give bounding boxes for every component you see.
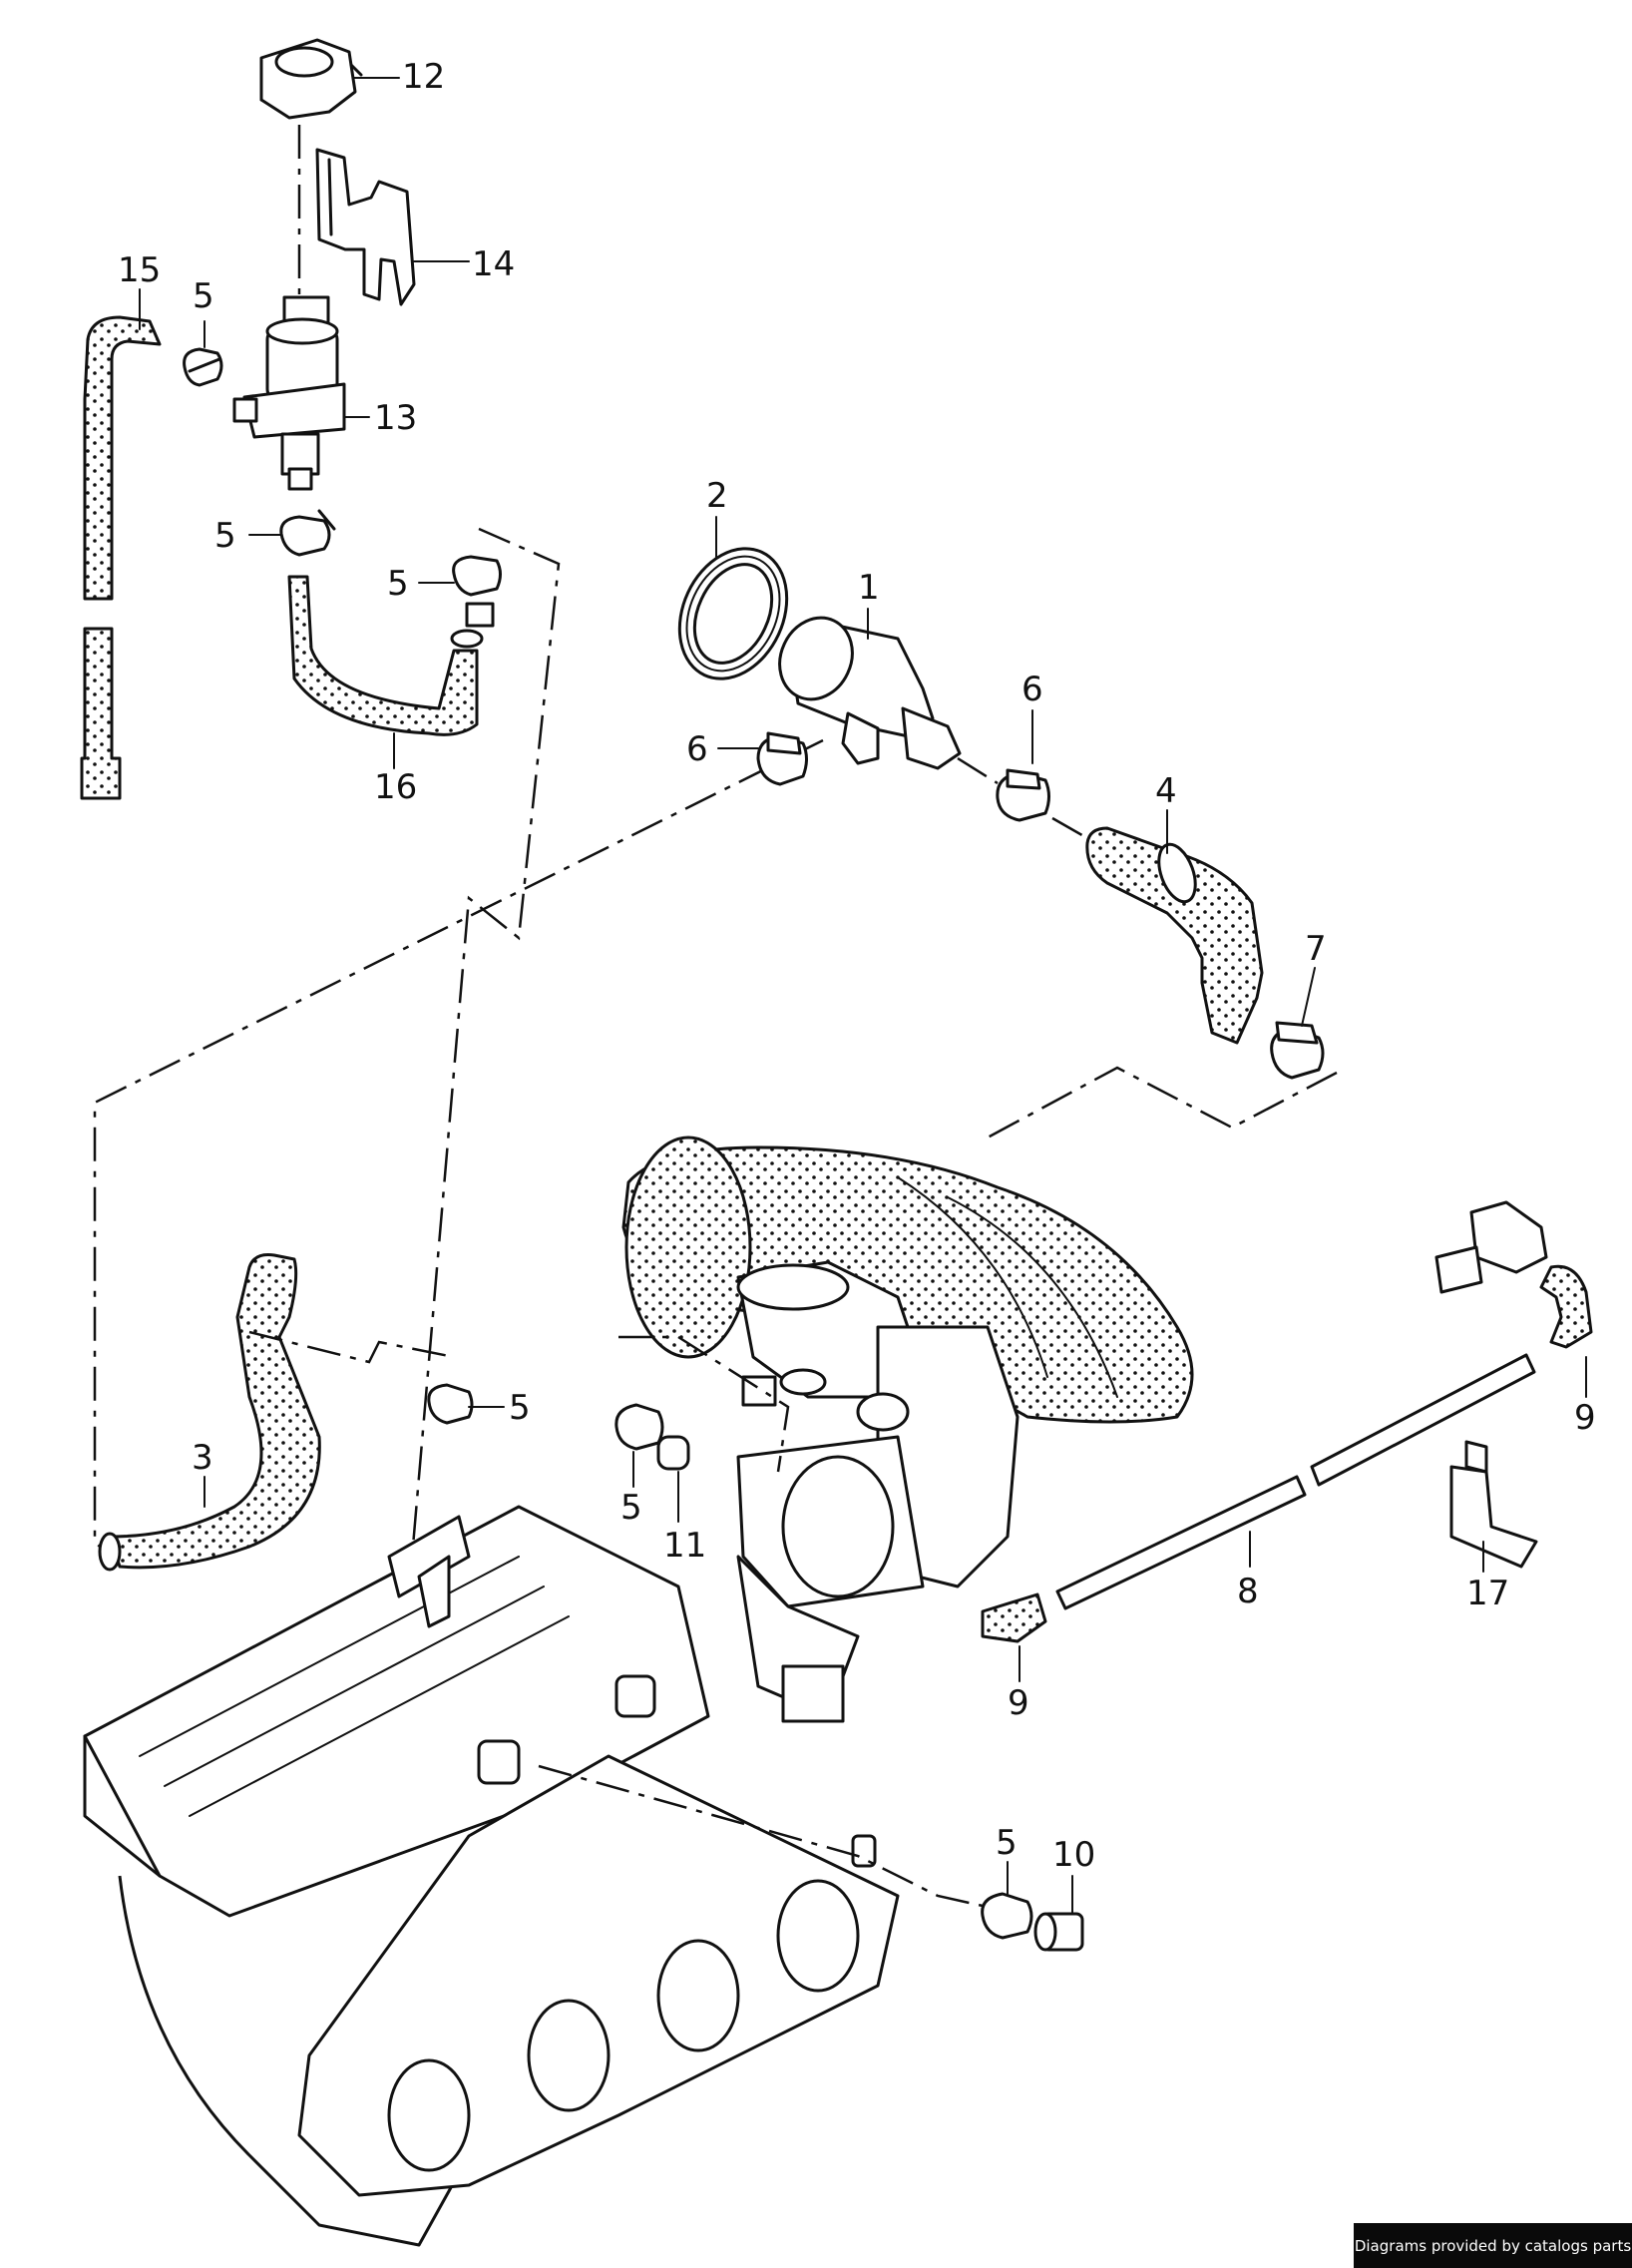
footer-credit-text: Diagrams provided by catalogs parts [1354,2236,1632,2255]
part-5-clip-d [614,1403,664,1451]
callout-10: 10 [1052,1835,1095,1875]
callout-9-a: 9 [1008,1683,1029,1723]
callout-6-a: 6 [686,729,708,769]
callout-8: 8 [1237,1572,1259,1611]
callout-5-c: 5 [387,564,409,604]
part-valve-right [1434,1200,1548,1294]
part-17-bracket [1449,1440,1538,1569]
part-7-clip [1270,1021,1325,1080]
callout-9-b: 9 [1574,1398,1596,1438]
callout-15: 15 [118,250,161,290]
part-6-clip-b [996,768,1050,822]
callout-5-a: 5 [193,276,214,316]
leader-lines [139,77,1587,1915]
callout-4: 4 [1155,771,1177,811]
callout-14: 14 [472,244,515,284]
part-5-clip-c [452,555,502,628]
callout-1: 1 [858,568,880,608]
part-1-valve [778,616,962,770]
connector-manifold-5 [538,1764,984,1908]
part-9-hose-right [1539,1264,1593,1349]
callout-2: 2 [706,476,728,516]
intake-manifold [83,1505,900,2247]
callout-13: 13 [374,398,417,438]
part-9-hose-left [981,1592,1047,1643]
part-8-pipe [1055,1353,1536,1610]
connector-3-5 [248,1330,455,1364]
callout-17: 17 [1466,1574,1509,1613]
part-16-hose [287,575,484,736]
part-12-clamp [259,38,363,120]
part-3-hose [98,1253,321,1572]
part-4-hose [1085,826,1264,1045]
part-14-bracket [315,148,416,306]
part-13-valve [232,295,346,491]
callout-7: 7 [1305,929,1327,969]
part-2-ring [677,547,789,680]
callout-11: 11 [663,1526,706,1566]
throttle-body [736,1260,1020,1723]
callout-5-f: 5 [996,1823,1018,1863]
part-10-plug [1033,1912,1084,1952]
callout-3: 3 [192,1438,213,1478]
part-5-clip-a [183,347,223,387]
connector-7-intake [987,1066,1338,1139]
callouts: 12 14 15 5 13 5 5 16 2 1 6 6 4 7 5 5 11 … [118,57,1596,1875]
part-5-clip-e [427,1383,474,1425]
callout-5-b: 5 [214,516,236,556]
part-6-clip-a [756,731,808,786]
connector-throttle [618,1335,790,1473]
connector-1-6 [957,756,999,785]
air-intake-hose [621,1135,1194,1424]
connector-16-manifold [392,527,561,1767]
footer-credit: Diagrams provided by catalogs parts [1354,2223,1632,2268]
part-5-clip-f [981,1892,1033,1940]
callout-5-e: 5 [620,1488,642,1528]
callout-5-d: 5 [509,1388,531,1428]
part-5-clip-b [279,509,336,557]
callout-12: 12 [402,57,445,97]
callout-16: 16 [374,767,417,807]
connector-6-4 [1051,816,1088,840]
callout-6-b: 6 [1021,670,1043,709]
part-15-hose [80,315,162,800]
part-11-cap [656,1435,690,1471]
